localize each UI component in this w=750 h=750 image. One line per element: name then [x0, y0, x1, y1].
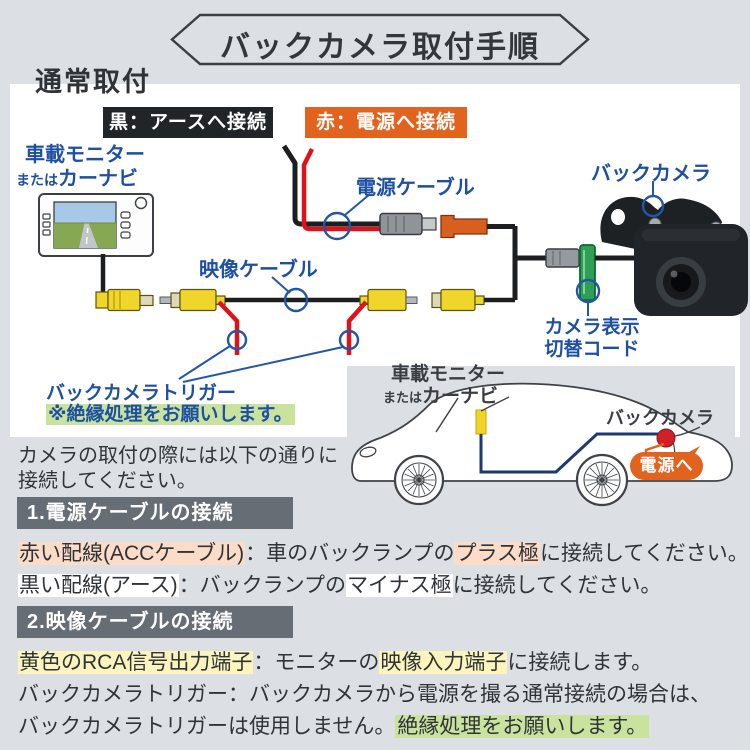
section-heading: 通常取付 [35, 67, 151, 97]
camera-switch-label-line2: 切替コード [544, 339, 640, 360]
monitor-label-line2: カーナビ [58, 168, 138, 190]
video-input-highlight: 映像入力端子 [379, 651, 508, 674]
car-monitor-label-prefix: または [383, 390, 423, 405]
acc-cable-highlight: 赤い配線(ACCケーブル) [18, 542, 246, 565]
intro-line1: カメラの取付の際には以下の通りに [18, 445, 338, 467]
page-title: バックカメラ取付手順 [220, 31, 540, 64]
plus-pole-highlight: プラス極 [454, 542, 541, 565]
section1-line1-text2: に接続してください。 [540, 542, 749, 565]
car-back-camera-label: バックカメラ [606, 408, 714, 428]
section2-line3-text1: バックカメラトリガーは使用しません。 [18, 715, 396, 738]
camera-switch-label: カメラ表示 切替コード [536, 317, 648, 361]
car-monitor-label: 車載モニター またはカーナビ [383, 364, 505, 408]
section2-line1: 黄色のRCA信号出力端子：モニターの映像入力端子に接続します。 [18, 646, 652, 676]
rear-wheel [575, 453, 629, 507]
front-wheel [393, 454, 445, 506]
section1-line2-text1: ：バックランプの [178, 574, 347, 597]
power-cable-label: 電源ケーブル [356, 177, 475, 199]
section1-line1: 赤い配線(ACCケーブル)：車のバックランプのプラス極に接続してください。 [18, 537, 749, 567]
trigger-note: ※絶縁処理をお願いします。 [46, 399, 295, 426]
section1-title-bar: 1.電源ケーブルの接続 [17, 497, 293, 529]
minus-pole-highlight: マイナス極 [346, 574, 453, 597]
camera-switch-label-line1: カメラ表示 [544, 317, 640, 338]
section1-line1-text1: ：車のバックランプの [245, 542, 455, 565]
section1-line2: 黒い配線(アース)：バックランプのマイナス極に接続してください。 [18, 569, 661, 599]
section2-line1-text1: ：モニターの [253, 651, 380, 674]
power-badge: 電源へ [630, 452, 703, 480]
monitor-label: 車載モニター またはカーナビ [16, 144, 145, 192]
section2-line3: バックカメラトリガーは使用しません。絶縁処理をお願いします。 [18, 710, 650, 740]
black-wire-tag: 黒：アースへ接続 [103, 107, 273, 138]
car-monitor-label-line2: カーナビ [422, 386, 499, 407]
ground-wire-highlight: 黒い配線(アース) [18, 574, 179, 597]
insulation-highlight: 絶縁処理をお願いします。 [395, 715, 650, 738]
video-cable-label: 映像ケーブル [199, 259, 318, 281]
red-wire-tag: 赤：電源へ接続 [305, 107, 467, 138]
rca-terminal-highlight: 黄色のRCA信号出力端子 [18, 651, 254, 674]
intro-line2: 接続してください。 [18, 470, 197, 492]
section2-title-bar: 2.映像ケーブルの接続 [17, 606, 293, 638]
car-monitor-label-line1: 車載モニター [391, 364, 506, 385]
monitor-label-line1: 車載モニター [25, 144, 145, 166]
trigger-note-text: ※絶縁処理をお願いします。 [46, 404, 295, 425]
section1-line2-text2: に接続してください。 [452, 574, 662, 597]
trigger-label: バックカメラトリガー [46, 383, 237, 404]
monitor-label-prefix: または [16, 172, 58, 188]
section2-line1-text2: に接続します。 [507, 651, 653, 674]
back-camera-label: バックカメラ [591, 163, 711, 185]
section2-line2: バックカメラトリガー：バックカメラから電源を撮る通常接続の場合は、 [18, 683, 711, 706]
intro-text: カメラの取付の際には以下の通りに 接続してください。 [18, 444, 338, 494]
